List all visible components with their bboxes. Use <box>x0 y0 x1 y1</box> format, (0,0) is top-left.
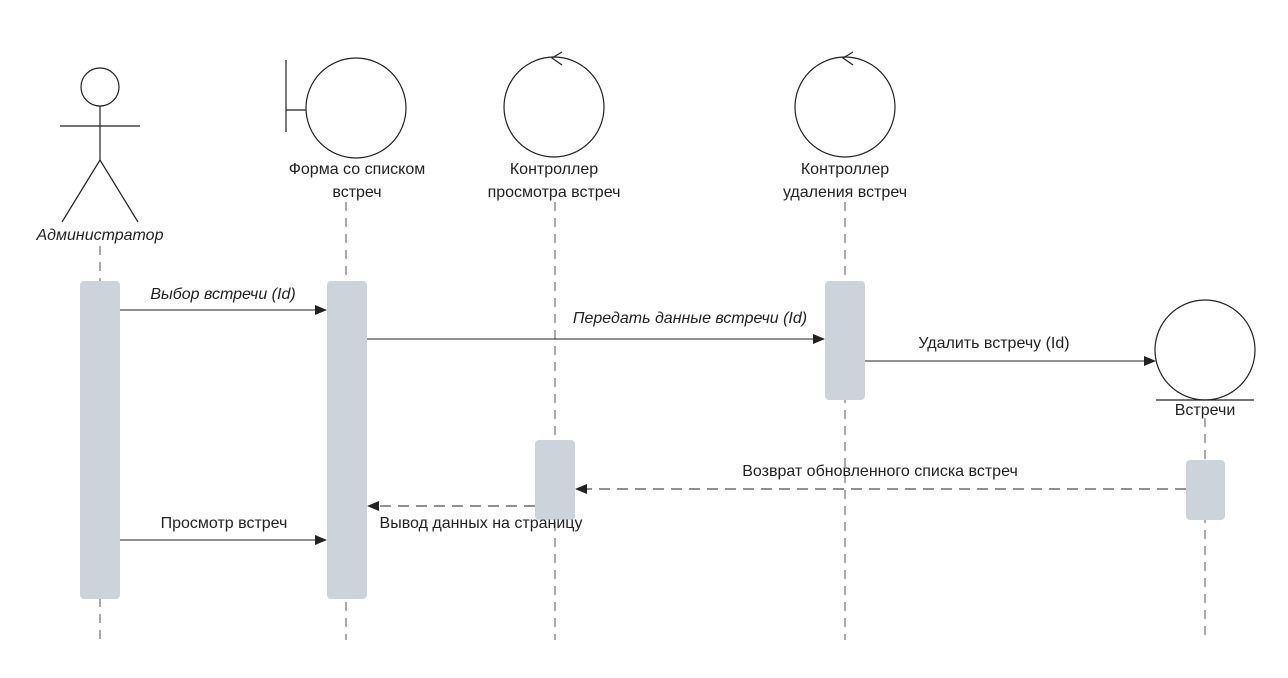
message-view-meetings-label: Просмотр встреч <box>161 515 288 532</box>
actor-icon <box>60 67 140 223</box>
activation-view-controller <box>535 440 575 520</box>
control-icon <box>794 51 896 158</box>
activation-form <box>327 281 367 599</box>
entity-icon <box>1154 299 1256 401</box>
message-delete-meeting-label: Удалить встречу (Id) <box>918 335 1069 352</box>
participant-admin-label: Администратор <box>36 227 164 244</box>
message-pass-data-label: Передать данные встречи (Id) <box>573 310 807 327</box>
message-select-meeting-label: Выбор встречи (Id) <box>150 286 295 303</box>
control-icon <box>503 51 605 158</box>
activation-meetings <box>1186 460 1225 520</box>
activation-admin <box>80 281 120 599</box>
participant-view-controller-label-1: Контроллер <box>510 161 598 178</box>
participant-form-label-2: встреч <box>332 184 381 201</box>
activation-delete-controller <box>825 281 865 400</box>
participant-delete-controller-label-2: удаления встреч <box>783 184 907 201</box>
message-return-list-label: Возврат обновленного списка встреч <box>742 463 1018 480</box>
message-output-data-label: Вывод данных на страницу <box>380 515 583 532</box>
participant-delete-controller-label-1: Контроллер <box>801 161 889 178</box>
participant-view-controller-label-2: просмотра встреч <box>488 184 621 201</box>
boundary-icon <box>285 57 407 159</box>
participant-meetings-label: Встречи <box>1175 402 1236 419</box>
participant-form-label-1: Форма со списком <box>289 161 426 178</box>
